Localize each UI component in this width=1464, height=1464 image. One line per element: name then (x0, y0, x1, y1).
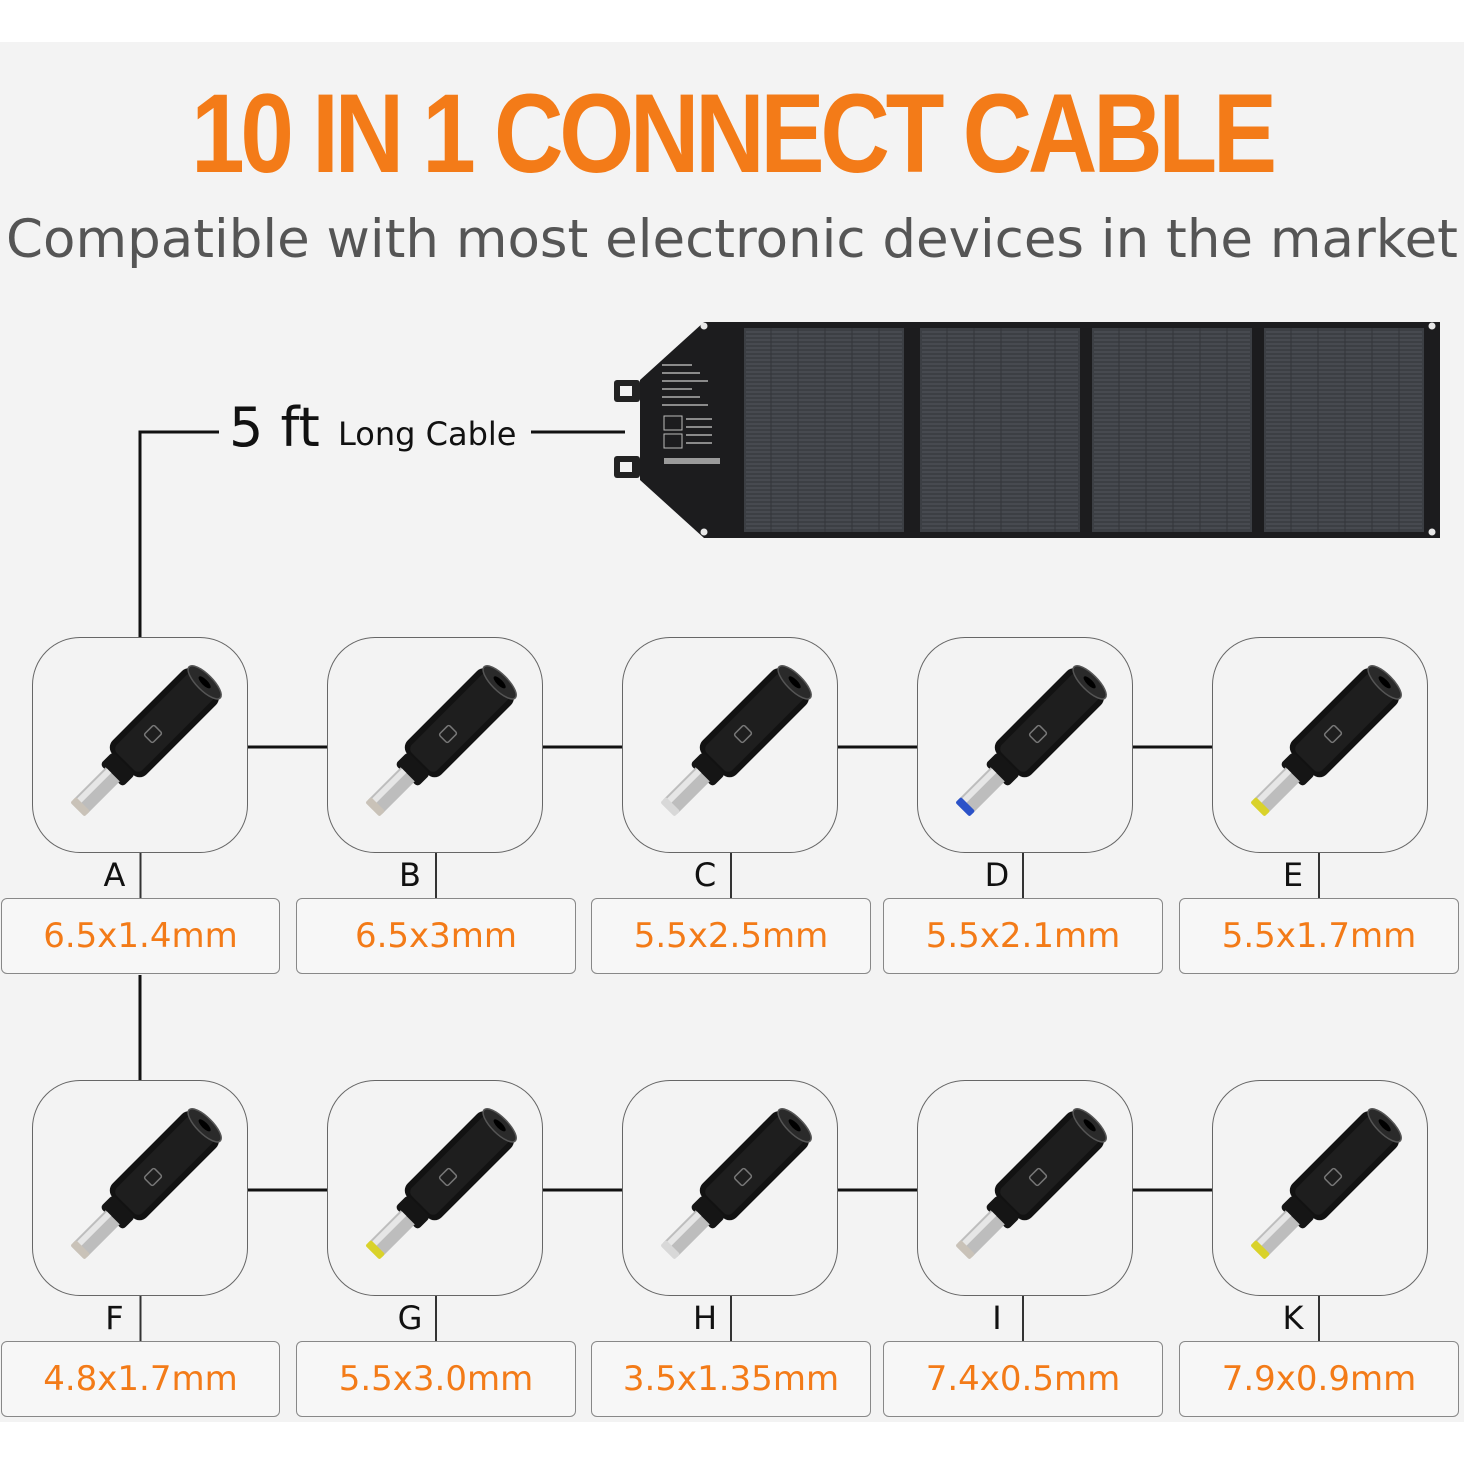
connector-card (622, 637, 838, 853)
solar-panel-image (614, 322, 1440, 538)
panel-screw (700, 528, 708, 536)
connector-card (917, 637, 1133, 853)
connector-size-label: 6.5x1.4mm (1, 898, 280, 974)
solar-cell-4 (1264, 328, 1424, 532)
connector-card (32, 1080, 248, 1296)
connector-size-label: 5.5x3.0mm (296, 1341, 576, 1417)
connector-card (1212, 1080, 1428, 1296)
connector-size-label: 5.5x2.5mm (591, 898, 871, 974)
connector-size-label: 5.5x1.7mm (1179, 898, 1459, 974)
connector-size-label: 5.5x2.1mm (883, 898, 1163, 974)
solar-cell-2 (920, 328, 1080, 532)
dc-plug-icon (661, 1108, 812, 1259)
connector-letter: D (984, 856, 1010, 894)
dc-plug-icon (71, 1108, 222, 1259)
cable-label: Long Cable (338, 415, 517, 453)
panel-screw (1428, 528, 1436, 536)
connector-letter: H (692, 1299, 718, 1337)
dc-plug-icon (366, 665, 517, 816)
dc-plug-icon (661, 665, 812, 816)
connector-letter: E (1282, 856, 1304, 894)
dc-plug-icon (956, 1108, 1107, 1259)
panel-screw (700, 322, 708, 330)
connector-letter: A (103, 856, 126, 894)
connector-card (622, 1080, 838, 1296)
panel-screw (1428, 322, 1436, 330)
dc-plug-icon (71, 665, 222, 816)
cable-length: 5 ft (229, 396, 320, 459)
connector-size-label: 7.4x0.5mm (883, 1341, 1163, 1417)
page-subtitle: Compatible with most electronic devices … (6, 209, 1458, 270)
solar-cell-1 (744, 328, 904, 532)
connector-letter: I (992, 1299, 1002, 1337)
connector-letter: B (399, 856, 421, 894)
connector-size-label: 7.9x0.9mm (1179, 1341, 1459, 1417)
connector-card (32, 637, 248, 853)
dc-plug-icon (1251, 665, 1402, 816)
connector-size-label: 3.5x1.35mm (591, 1341, 871, 1417)
dc-plug-icon (1251, 1108, 1402, 1259)
solar-cell-3 (1092, 328, 1252, 532)
connector-card (327, 637, 543, 853)
dc-plug-icon (366, 1108, 517, 1259)
connector-size-label: 6.5x3mm (296, 898, 576, 974)
connector-card (917, 1080, 1133, 1296)
cable-line-left (138, 430, 219, 637)
connector-card (327, 1080, 543, 1296)
connector-card (1212, 637, 1428, 853)
connector-size-label: 4.8x1.7mm (1, 1341, 280, 1417)
connector-letter: C (693, 856, 717, 894)
page-title: 10 IN 1 CONNECT CABLE (191, 71, 1277, 196)
connector-letter: G (397, 1299, 423, 1337)
connector-letter: F (105, 1299, 124, 1337)
connector-letter: K (1282, 1299, 1304, 1337)
dc-plug-icon (956, 665, 1107, 816)
